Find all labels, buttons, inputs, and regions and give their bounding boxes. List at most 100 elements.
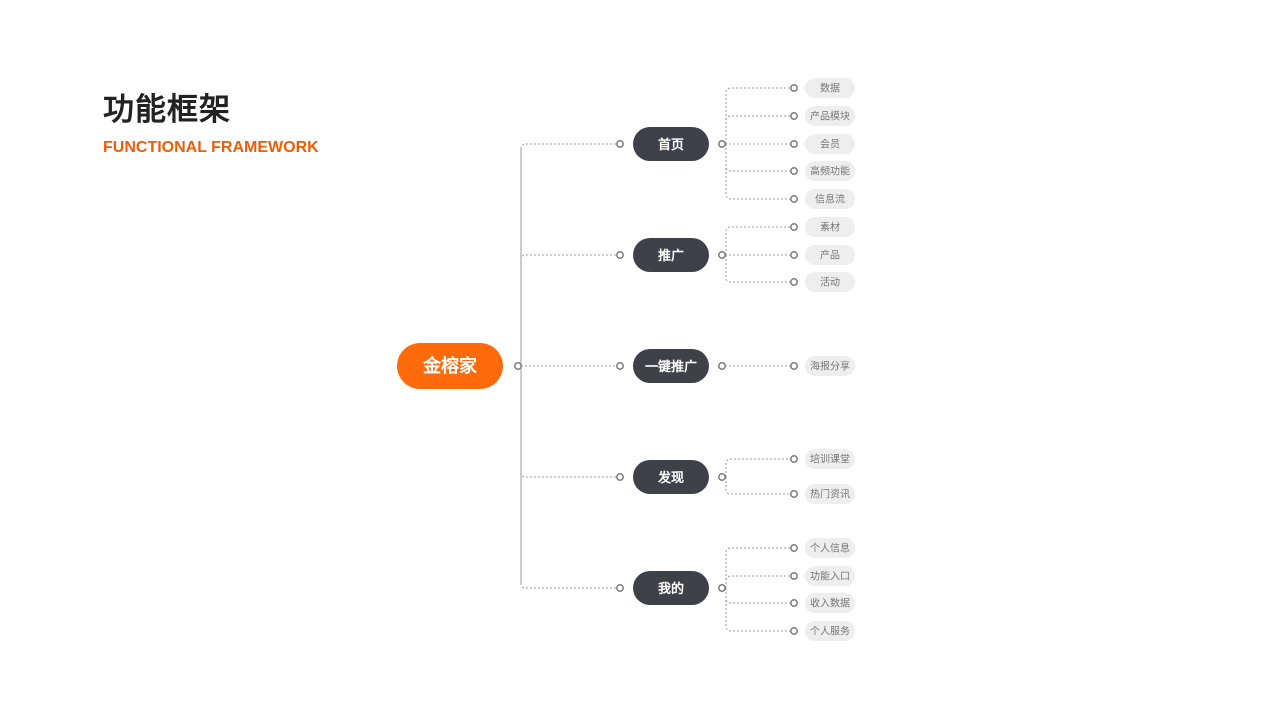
leaf-node-bg <box>805 134 855 154</box>
branch-node: 一键推广 <box>633 349 709 383</box>
leaf-node: 收入数据 <box>805 593 855 613</box>
branch-node-bg <box>633 571 709 605</box>
branch-node-bg <box>633 460 709 494</box>
branch-out-dot <box>718 473 726 481</box>
leaf-node-label: 产品 <box>820 249 840 262</box>
leaf-node-bg <box>805 78 855 98</box>
branch-node-label: 一键推广 <box>645 359 697 375</box>
branch-connector-line <box>520 143 620 150</box>
mindmap-connector-dots <box>514 84 798 635</box>
leaf-connector-line <box>725 477 794 495</box>
leaf-node: 海报分享 <box>805 356 855 376</box>
leaf-node-bg <box>805 538 855 558</box>
leaf-node-label: 功能入口 <box>810 570 850 583</box>
leaf-connector-line <box>725 458 794 477</box>
branch-node-label: 首页 <box>658 137 684 153</box>
branch-node-label: 推广 <box>658 248 684 264</box>
leaf-connector-dot <box>790 140 798 148</box>
branch-node: 推广 <box>633 238 709 272</box>
leaf-node-bg <box>805 484 855 504</box>
leaf-node-bg <box>805 566 855 586</box>
leaf-node-bg <box>805 449 855 469</box>
leaf-node: 功能入口 <box>805 566 855 586</box>
leaf-node-label: 信息流 <box>815 193 845 206</box>
leaf-node-label: 产品模块 <box>810 110 850 123</box>
leaf-node-bg <box>805 245 855 265</box>
leaf-connector-line <box>725 226 794 255</box>
leaf-node-label: 会员 <box>820 138 840 151</box>
leaf-node: 培训课堂 <box>805 449 855 469</box>
branch-connector-dot <box>616 140 624 148</box>
leaf-node-bg <box>805 106 855 126</box>
leaf-connector-dot <box>790 195 798 203</box>
leaf-connector-line <box>725 255 794 283</box>
branch-connector-dot <box>616 362 624 370</box>
branch-connector-dot <box>616 584 624 592</box>
leaf-node-bg <box>805 217 855 237</box>
leaf-node-label: 高频功能 <box>810 165 850 178</box>
leaf-node-label: 个人信息 <box>810 542 850 555</box>
branch-node-label: 我的 <box>658 581 684 597</box>
branch-node: 我的 <box>633 571 709 605</box>
leaf-node-label: 收入数据 <box>810 597 850 610</box>
leaf-connector-line <box>725 144 794 172</box>
branch-node-bg <box>633 238 709 272</box>
leaf-node: 数据 <box>805 78 855 98</box>
leaf-connector-dot <box>790 167 798 175</box>
leaf-node: 个人信息 <box>805 538 855 558</box>
branch-out-dot <box>718 251 726 259</box>
branch-node: 发现 <box>633 460 709 494</box>
leaf-node-label: 海报分享 <box>810 360 850 373</box>
leaf-connector-dot <box>790 362 798 370</box>
branch-node-bg <box>633 127 709 161</box>
leaf-connector-dot <box>790 544 798 552</box>
leaf-connector-dot <box>790 455 798 463</box>
branch-out-dot <box>718 584 726 592</box>
root-node-bg <box>397 343 503 389</box>
page-subtitle: FUNCTIONAL FRAMEWORK <box>103 139 319 156</box>
leaf-node-bg <box>805 161 855 181</box>
leaf-connector-line <box>725 115 794 144</box>
page-title: 功能框架 <box>103 92 231 128</box>
branch-out-dot <box>718 362 726 370</box>
root-node-label: 金榕家 <box>422 355 478 377</box>
branch-node-label: 发现 <box>657 470 684 486</box>
branch-node-bg <box>633 349 709 383</box>
leaf-connector-dot <box>790 223 798 231</box>
leaf-node-bg <box>805 189 855 209</box>
leaf-node-label: 个人服务 <box>810 625 850 638</box>
leaf-node-label: 素材 <box>820 221 840 234</box>
leaf-connector-dot <box>790 112 798 120</box>
leaf-connector-line <box>725 144 794 200</box>
branch-connector-line <box>520 471 620 478</box>
branch-connector-line <box>520 254 620 261</box>
leaf-node: 高频功能 <box>805 161 855 181</box>
leaf-node-label: 数据 <box>820 82 840 95</box>
leaf-connector-line <box>725 588 794 632</box>
leaf-connector-dot <box>790 627 798 635</box>
leaf-connector-dot <box>790 278 798 286</box>
leaf-node-label: 热门资讯 <box>810 488 850 501</box>
branch-connector-line <box>520 582 620 589</box>
leaf-node: 产品模块 <box>805 106 855 126</box>
leaf-connector-line <box>725 575 794 588</box>
leaf-connector-dot <box>790 251 798 259</box>
leaf-node-bg <box>805 593 855 613</box>
leaf-node: 产品 <box>805 245 855 265</box>
leaf-node: 个人服务 <box>805 621 855 641</box>
branch-connector-dot <box>616 473 624 481</box>
leaf-connector-dot <box>790 84 798 92</box>
branch-node: 首页 <box>633 127 709 161</box>
branch-out-dot <box>718 140 726 148</box>
leaf-node-label: 培训课堂 <box>810 453 850 466</box>
leaf-node-bg <box>805 621 855 641</box>
branch-connector-dot <box>616 251 624 259</box>
leaf-node-bg <box>805 272 855 292</box>
leaf-connector-dot <box>790 490 798 498</box>
leaf-connector-dot <box>790 572 798 580</box>
root-node: 金榕家 <box>397 343 503 389</box>
leaf-node: 活动 <box>805 272 855 292</box>
leaf-connector-dot <box>790 599 798 607</box>
